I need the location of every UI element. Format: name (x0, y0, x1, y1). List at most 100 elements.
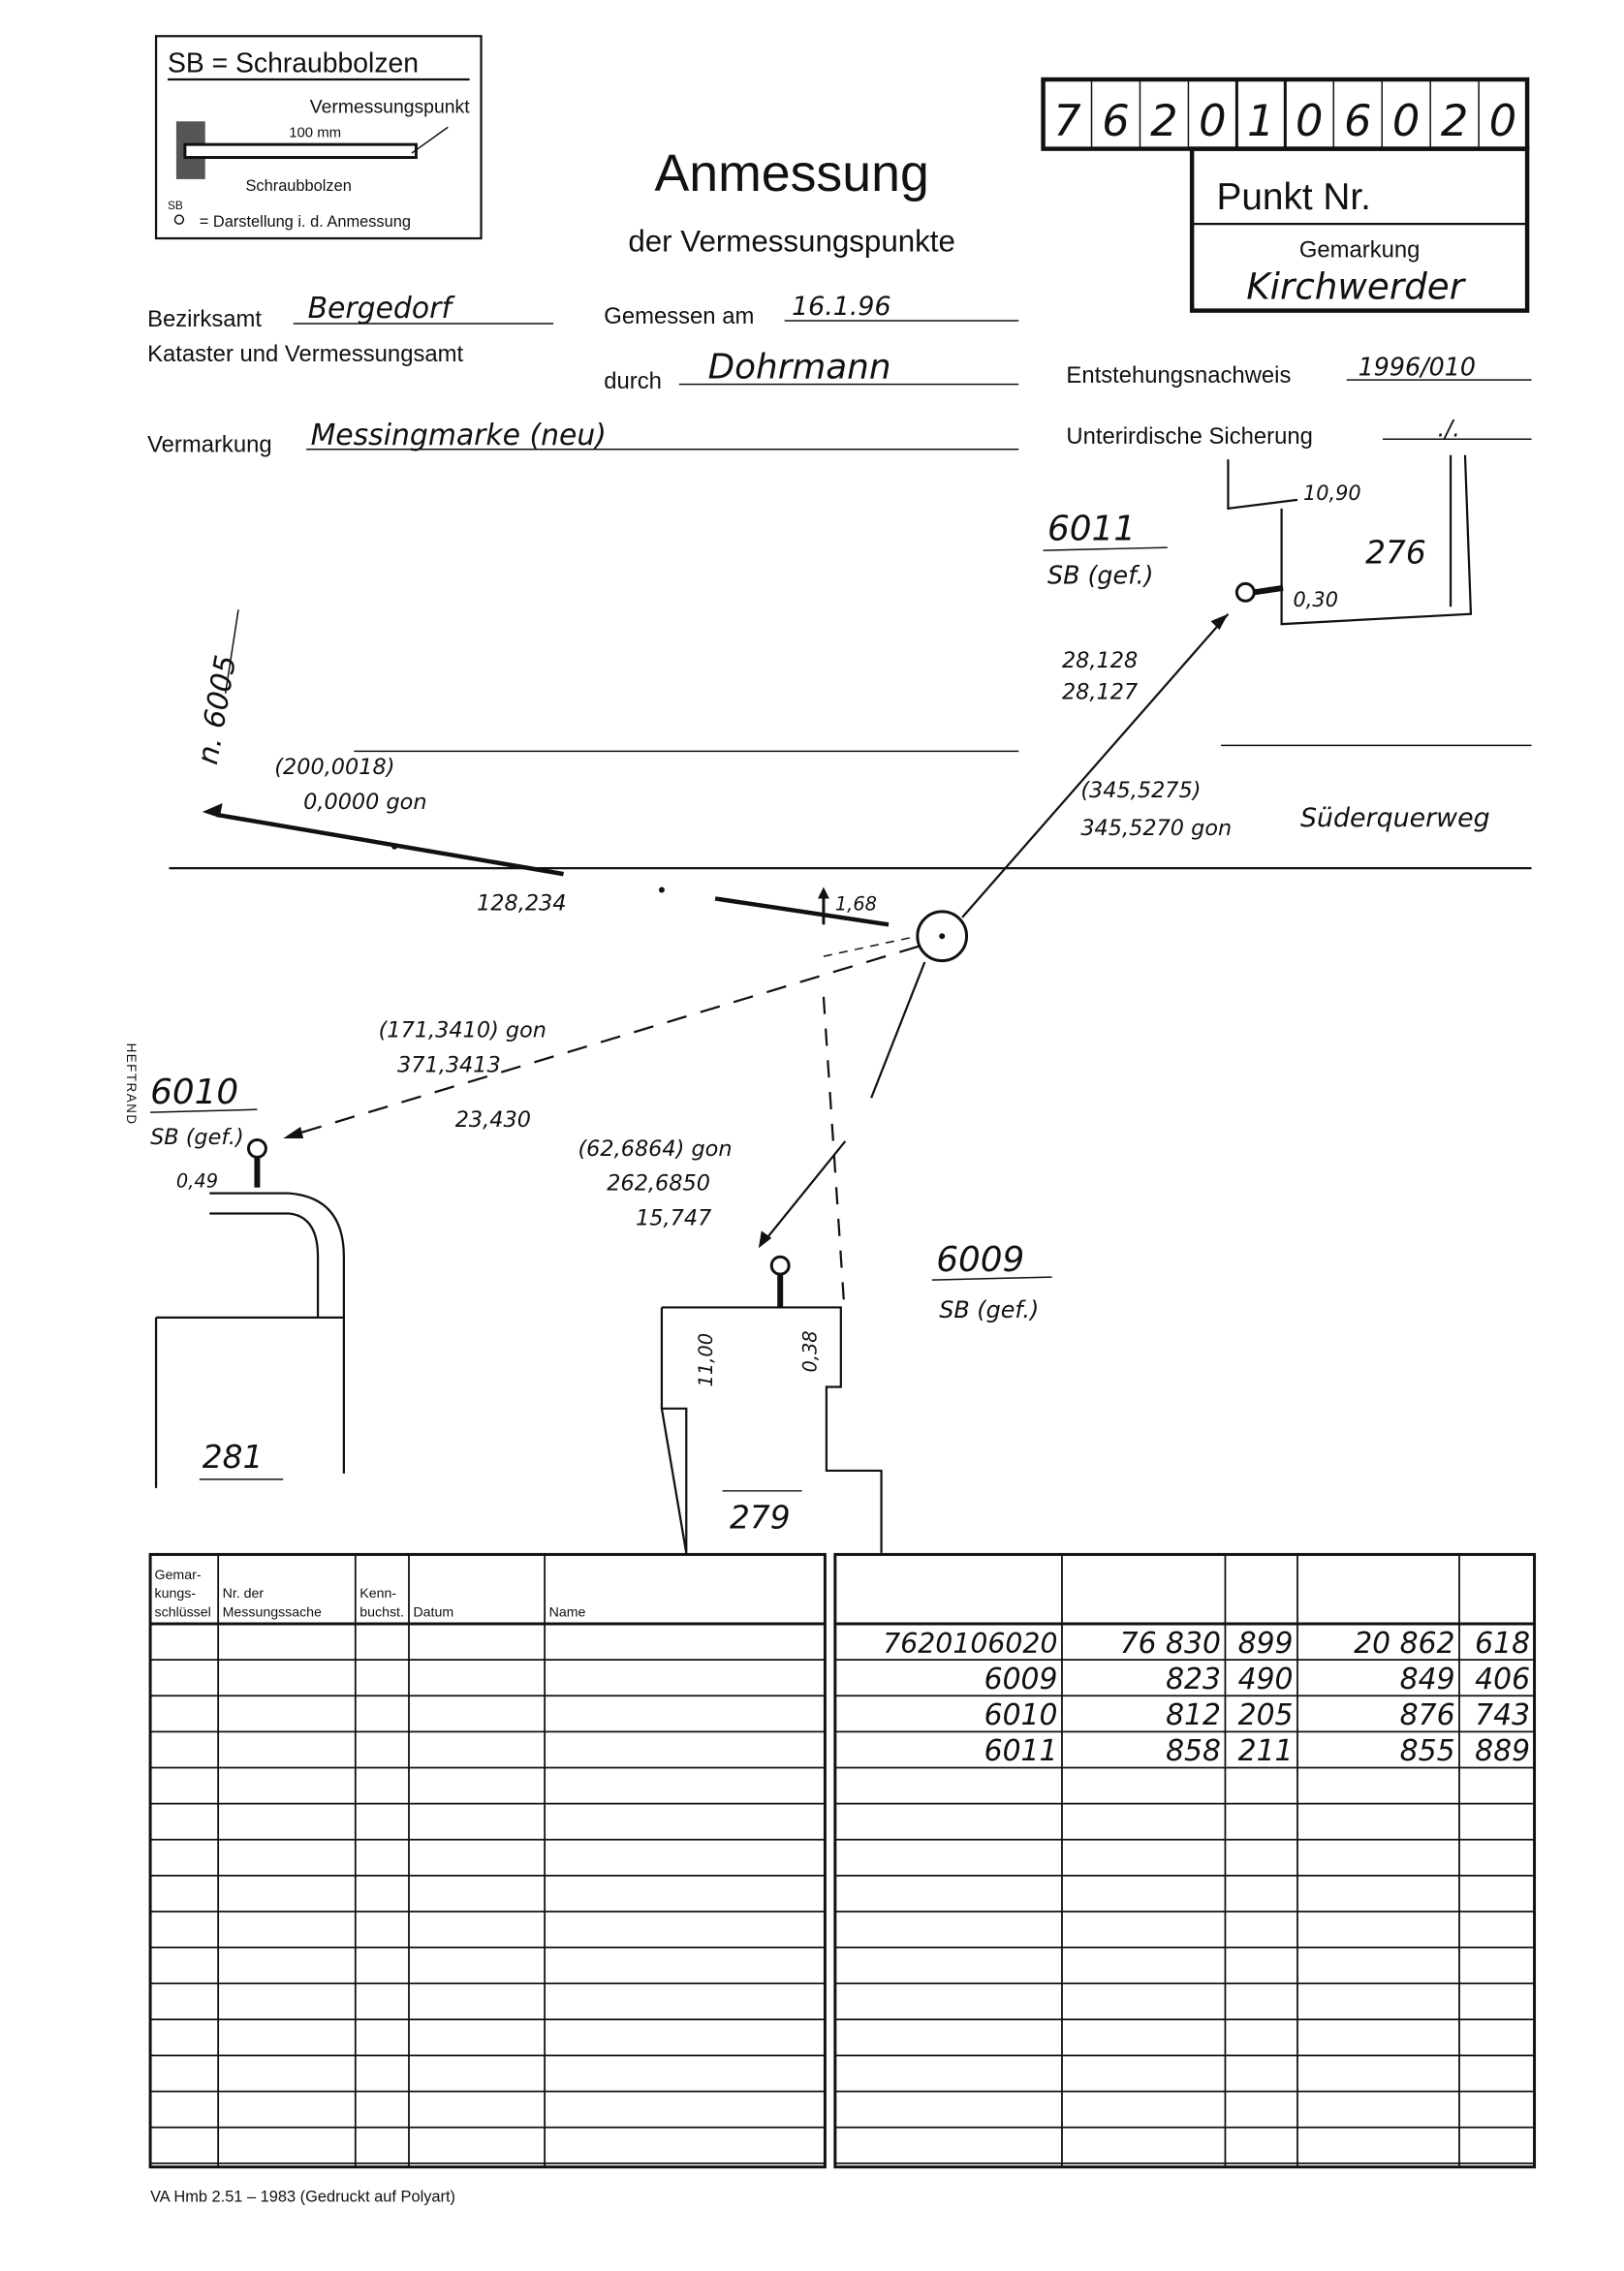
arrow-icon (283, 1127, 304, 1138)
footer-note: VA Hmb 2.51 – 1983 (Gedruckt auf Polyart… (150, 2188, 455, 2205)
street-name: Süderquerweg (1300, 803, 1490, 833)
coordinate-cell: 6010 (984, 1698, 1058, 1732)
punkt-digit: 0 (1199, 95, 1226, 146)
coordinate-cell: 490 (1238, 1663, 1294, 1696)
form-fields: Bezirksamt Bergedorf Kataster und Vermes… (147, 292, 1532, 458)
angle-6009-a: (62,6864) gon (578, 1136, 732, 1162)
point-6009-type: SB (gef.) (939, 1296, 1039, 1323)
coordinate-cell: 899 (1238, 1627, 1294, 1661)
coordinate-cell: 20 862 (1354, 1627, 1454, 1661)
height-value: 1,68 (835, 892, 877, 915)
direction-line-6010 (296, 945, 920, 1136)
building-276 (1227, 454, 1473, 626)
legend-symbol: SB (168, 199, 183, 212)
coordinate-cell: 876 (1400, 1698, 1455, 1732)
legend-schraubbolzen: Schraubbolzen (245, 177, 351, 195)
left-table-header: kungs- (155, 1586, 197, 1602)
angle-6005-a: (200,0018) (274, 755, 394, 780)
left-table-header: Nr. der (223, 1586, 265, 1602)
h279-distance-a: 11,00 (695, 1333, 717, 1386)
p6010-offset: 0,49 (176, 1170, 218, 1193)
survey-sketch: Süderquerweg 28,128 28,127 (345,5275) 34… (124, 454, 1532, 1554)
left-table-header: Kenn- (359, 1586, 396, 1602)
coordinate-cell: 889 (1475, 1734, 1530, 1768)
h276-offset: 0,30 (1294, 588, 1338, 611)
gemarkung-value: Kirchwerder (1246, 265, 1467, 308)
legend-darstellung: = Darstellung i. d. Anmessung (200, 213, 411, 231)
house-281: 281 (203, 1439, 264, 1476)
coordinate-cell: 76 830 (1120, 1627, 1221, 1661)
point-6011-number: 6011 (1047, 510, 1136, 549)
left-table-header: schlüssel (155, 1605, 211, 1621)
punkt-digit: 0 (1489, 95, 1516, 146)
angle-6011-a: (345,5275) (1080, 778, 1201, 803)
punkt-digit: 0 (1296, 95, 1323, 146)
coordinate-cell: 618 (1475, 1627, 1530, 1661)
durch-signature: Dohrmann (708, 348, 891, 388)
point-6010-type: SB (gef.) (150, 1125, 244, 1150)
bolt-6010-icon (246, 1137, 267, 1159)
coordinate-cell: 849 (1400, 1663, 1455, 1696)
point-6005-ref: n. 6005 (191, 653, 243, 767)
entstehung-label: Entstehungsnachweis (1066, 362, 1291, 389)
h276-distance: 10,90 (1303, 482, 1361, 505)
legend-box: SB = Schraubbolzen Vermessungspunkt 100 … (154, 35, 483, 240)
direction-line-6009 (765, 1140, 847, 1241)
bezirksamt-label: Bezirksamt (147, 306, 262, 332)
house-279: 279 (730, 1500, 791, 1537)
vermarkung-value: Messingmarke (neu) (311, 419, 607, 452)
coordinate-cell: 406 (1475, 1663, 1530, 1696)
legend-dimension: 100 mm (289, 126, 341, 141)
coordinate-cell: 812 (1166, 1698, 1221, 1732)
distance-6011-b: 28,127 (1062, 680, 1139, 705)
sicherung-value: ./. (1438, 415, 1460, 442)
sb-symbol-icon (173, 214, 185, 225)
left-table-header: Name (549, 1605, 586, 1621)
point-6010-number: 6010 (150, 1073, 238, 1112)
direction-line-6011 (961, 612, 1230, 918)
coordinate-cell: 823 (1166, 1663, 1221, 1696)
page-subtitle: der Vermessungspunkte (628, 224, 955, 258)
durch-label: durch (604, 368, 662, 394)
legend-vermessungspunkt: Vermessungspunkt (310, 96, 470, 117)
bolt-diagram-icon (175, 121, 449, 179)
gemessen-label: Gemessen am (604, 303, 754, 329)
punkt-digit: 6 (1102, 95, 1129, 146)
arrow-icon (202, 803, 223, 818)
coordinate-cell: 858 (1166, 1734, 1221, 1768)
direction-line-6005 (216, 812, 564, 877)
punkt-digit: 2 (1441, 95, 1468, 146)
coordinate-cell: 211 (1238, 1734, 1294, 1768)
coordinate-cell: 6011 (984, 1734, 1058, 1768)
angle-6010-a: (171,3410) gon (379, 1018, 547, 1043)
punkt-label: Punkt Nr. (1217, 176, 1371, 218)
point-6009-number: 6009 (936, 1240, 1024, 1280)
coordinate-cell: 205 (1238, 1698, 1294, 1732)
distance-6009: 15,747 (636, 1205, 712, 1230)
angle-6009-b: 262,6850 (607, 1171, 710, 1197)
left-table-header: buchst. (359, 1605, 404, 1621)
gemessen-value: 16.1.96 (792, 292, 890, 322)
gemarkung-label: Gemarkung (1299, 236, 1421, 263)
arrow-up-icon (817, 887, 829, 899)
punkt-digit: 7 (1053, 95, 1081, 146)
punkt-digit: 0 (1392, 95, 1420, 146)
entstehung-value: 1996/010 (1359, 353, 1476, 382)
coordinate-cell: 743 (1475, 1698, 1530, 1732)
kataster-label: Kataster und Vermessungsamt (147, 341, 463, 367)
punkt-digit: 2 (1150, 95, 1177, 146)
heftrand-label: HEFTRAND (124, 1043, 139, 1126)
vermarkung-label: Vermarkung (147, 432, 272, 458)
arrow-icon (1210, 613, 1229, 631)
arrow-icon (758, 1230, 772, 1249)
bolt-6009-icon (769, 1255, 791, 1276)
angle-6011-b: 345,5270 gon (1080, 816, 1232, 841)
h279-distance-b: 0,38 (798, 1330, 821, 1372)
coordinate-cell: 6009 (984, 1663, 1058, 1696)
building-279 (660, 1306, 883, 1554)
